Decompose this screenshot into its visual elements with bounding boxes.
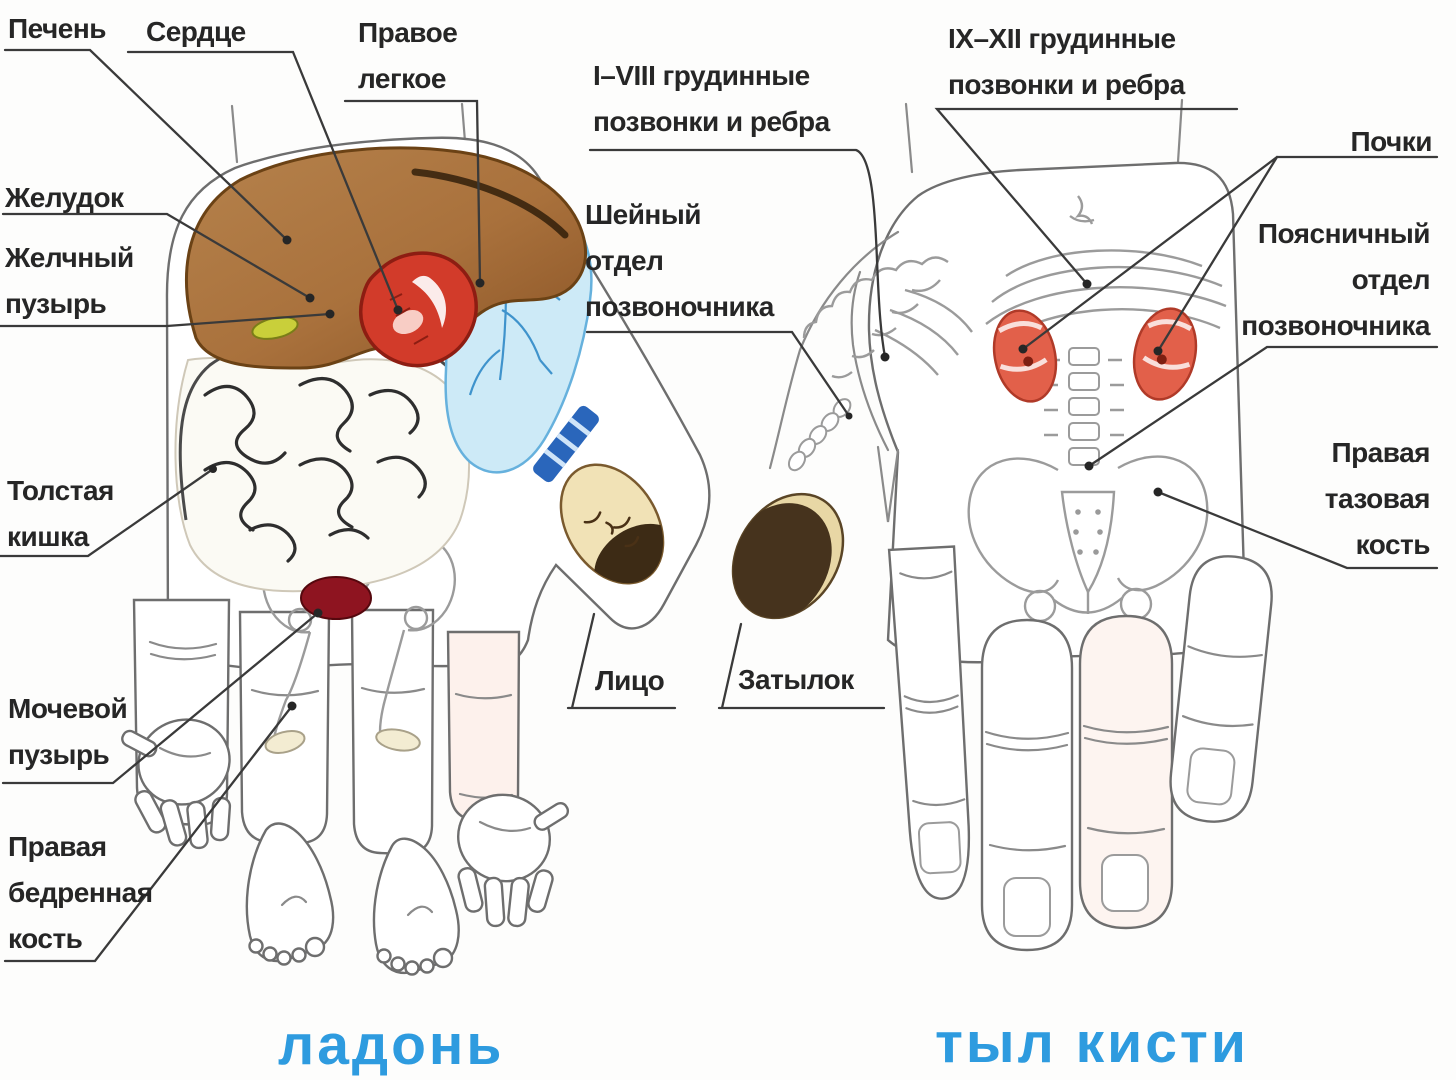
thumb-spine: [768, 230, 973, 472]
kidneys-shapes: [992, 307, 1198, 403]
right-forearm-lines: [904, 98, 1184, 174]
label-thoracic-1-8: I–VIII грудинные позвонки и ребра: [593, 60, 830, 137]
label-large-intestine: Толстая кишка: [7, 475, 114, 552]
mini-hand-right: [456, 793, 570, 928]
callout-lines: [0, 48, 1439, 963]
back-of-hand-title: тыл кисти: [935, 1011, 1249, 1075]
label-occiput: Затылок: [738, 664, 854, 695]
label-urinary-bladder: Мочевой пузырь: [8, 693, 128, 770]
occiput-shape: [723, 492, 845, 624]
label-thoracic-9-12: IX–XII грудинные позвонки и ребра: [948, 23, 1185, 100]
foot-left: [245, 822, 335, 966]
face-shape: [559, 463, 682, 601]
label-face: Лицо: [595, 665, 665, 696]
back-hand-fingers: [887, 545, 1273, 952]
thumb-web: [876, 445, 900, 523]
palm-hand: [121, 102, 711, 976]
label-stomach: Желудок: [5, 182, 124, 213]
label-cervical-spine: Шейный отдел позвоночника: [585, 199, 774, 322]
palm-title: ладонь: [278, 1013, 505, 1077]
bronchus: [533, 405, 599, 483]
mini-hand-left: [121, 718, 232, 850]
intestines: [174, 335, 471, 593]
foot-right: [372, 837, 460, 976]
bladder-shape: [300, 576, 372, 620]
back-hand: [723, 98, 1273, 952]
label-right-lung: Правое легкое: [358, 17, 458, 94]
heart-shape: [359, 251, 478, 368]
label-kidneys: Почки: [1350, 126, 1432, 157]
label-lumbar-spine: Поясничный отдел позвоночника: [1241, 218, 1430, 341]
liver-shape: [185, 146, 588, 370]
label-gallbladder: Желчный пузырь: [5, 242, 134, 319]
label-liver: Печень: [8, 13, 106, 44]
label-right-femur: Правая бедренная кость: [8, 831, 153, 954]
label-heart: Сердце: [146, 16, 246, 47]
label-right-pelvic-bone: Правая тазовая кость: [1324, 437, 1431, 560]
